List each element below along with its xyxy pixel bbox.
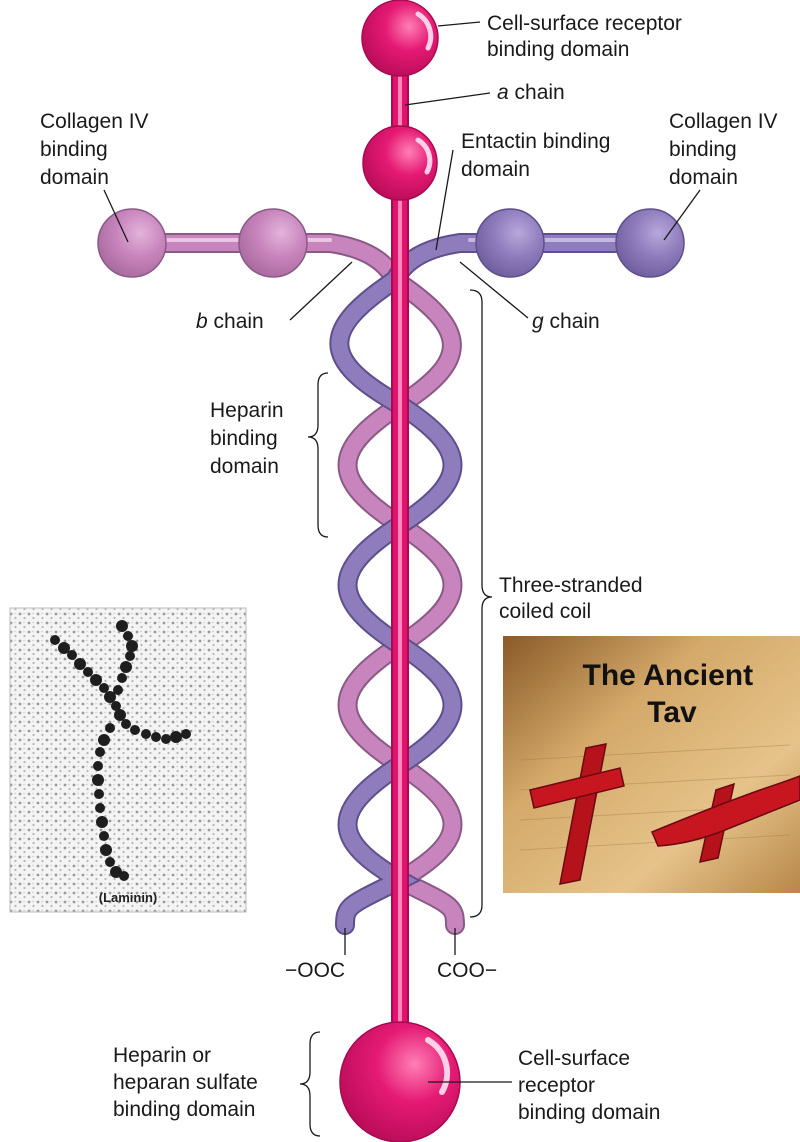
label-c-terminus: COO− [437,959,497,982]
label-collagen-right: Collagen IV binding domain [669,110,783,189]
collagen-domain-beta-outer [98,209,166,277]
label-alpha-chain: a chain [497,81,565,104]
label-beta-chain: b chain [196,310,264,333]
alpha-entactin-domain [363,126,437,200]
label-n-terminus: −OOC [285,959,345,982]
ancient-tav-image: The Ancient Tav [503,636,800,893]
label-bottom-receptor: Cell-surface receptor binding domain [518,1047,660,1124]
label-top-receptor: Cell-surface receptor binding domain [487,12,688,61]
collagen-domain-gamma-inner [476,209,544,277]
micrograph-caption: (Laminin) [99,890,158,905]
collagen-domain-gamma-outer [616,209,684,277]
label-entactin: Entactin binding domain [461,130,616,181]
laminin-micrograph: (Laminin) [10,608,246,912]
label-collagen-left: Collagen IV binding domain [40,110,154,189]
label-coiled-coil: Three-stranded coiled coil [499,574,648,623]
collagen-domain-beta-inner [239,209,307,277]
alpha-top-receptor-domain [362,0,438,76]
label-heparin: Heparin binding domain [210,399,289,478]
label-gamma-chain: g chain [532,310,600,333]
label-heparin-sulfate: Heparin or heparan sulfate binding domai… [113,1044,264,1121]
